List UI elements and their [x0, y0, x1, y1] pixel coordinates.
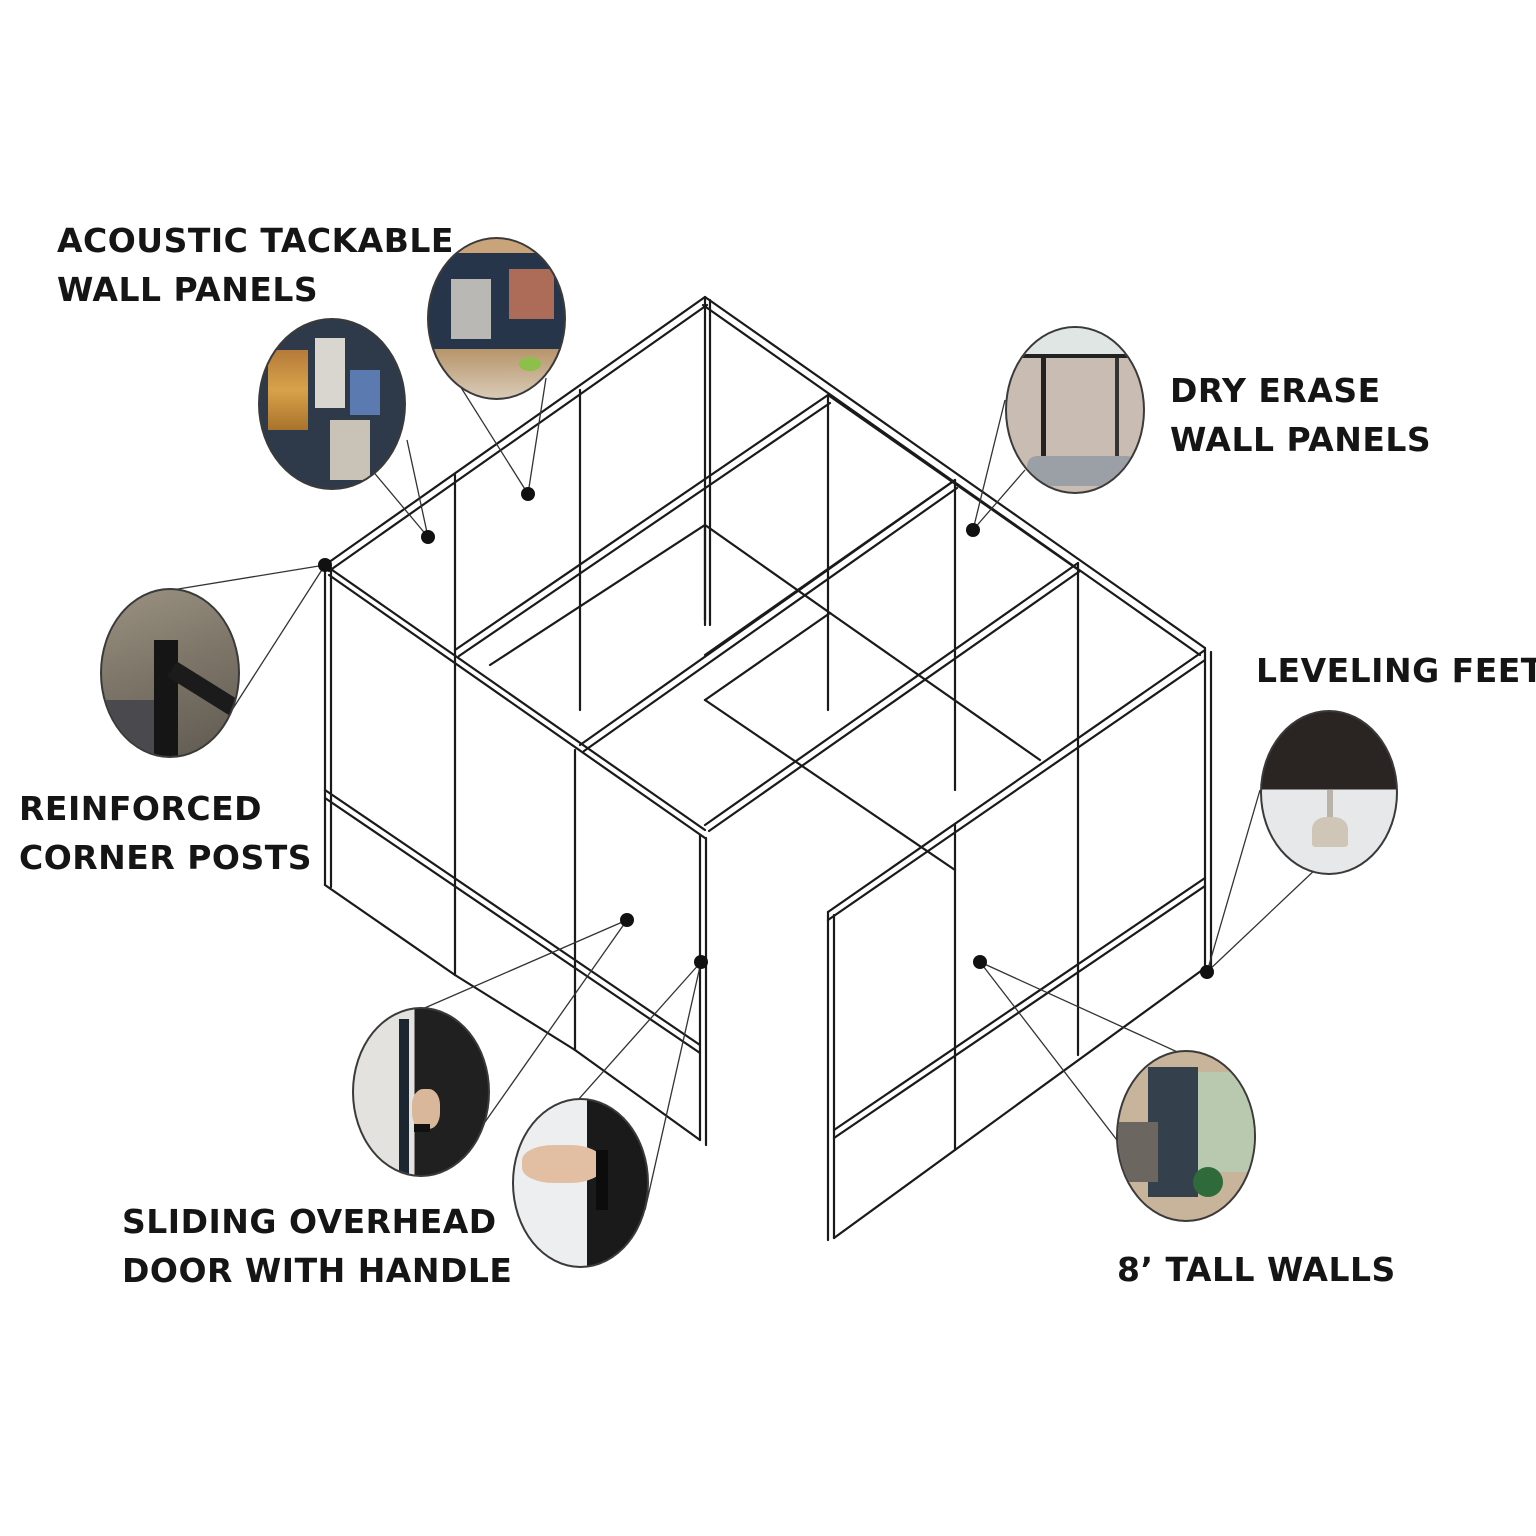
label-line: 8’ TALL WALLS: [1117, 1250, 1396, 1289]
frame-lines: [323, 295, 1213, 1242]
dry-erase-photo: [1005, 326, 1145, 494]
label-line: SLIDING OVERHEAD: [122, 1202, 497, 1241]
door-handle-photo: [512, 1098, 649, 1268]
dot-sliding-door: [620, 913, 634, 927]
label-line: ACOUSTIC TACKABLE: [57, 221, 454, 260]
label-line: DOOR WITH HANDLE: [122, 1251, 513, 1290]
label-sliding-door: SLIDING OVERHEAD DOOR WITH HANDLE: [122, 1197, 512, 1295]
dot-corner-post: [318, 558, 332, 572]
tall-walls-photo: [1116, 1050, 1256, 1222]
dot-dry-erase: [966, 523, 980, 537]
sliding-door-photo: [352, 1007, 490, 1177]
label-line: REINFORCED: [19, 789, 263, 828]
label-tall-walls: 8’ TALL WALLS: [1117, 1245, 1396, 1294]
leveling-foot-photo: [1260, 710, 1398, 875]
label-acoustic-tackable: ACOUSTIC TACKABLE WALL PANELS: [57, 216, 454, 314]
label-line: LEVELING FEET: [1256, 651, 1536, 690]
dot-acoustic-2: [521, 487, 535, 501]
dot-acoustic-1: [421, 530, 435, 544]
acoustic-panel-photo-2: [427, 237, 566, 400]
dot-leveling-feet: [1200, 965, 1214, 979]
label-dry-erase: DRY ERASE WALL PANELS: [1170, 366, 1431, 464]
label-line: WALL PANELS: [1170, 420, 1432, 459]
label-line: WALL PANELS: [57, 270, 319, 309]
acoustic-panel-photo-1: [258, 318, 406, 490]
dot-tall-walls: [973, 955, 987, 969]
label-line: CORNER POSTS: [19, 838, 313, 877]
callout-dots: [318, 487, 1214, 979]
dot-door-handle: [694, 955, 708, 969]
label-line: DRY ERASE: [1170, 371, 1381, 410]
label-leveling-feet: LEVELING FEET: [1256, 646, 1536, 695]
corner-post-photo: [100, 588, 240, 758]
label-corner-posts: REINFORCED CORNER POSTS: [19, 784, 312, 882]
